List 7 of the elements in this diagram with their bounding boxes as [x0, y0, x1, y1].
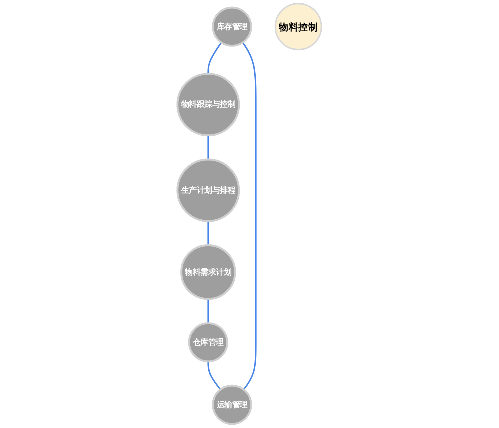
node-circle: 物料控制 [274, 3, 322, 51]
connector [208, 42, 222, 74]
connector [208, 221, 209, 246]
connector [242, 42, 257, 390]
connector [208, 362, 222, 390]
connector [208, 299, 209, 324]
connector [208, 136, 209, 160]
